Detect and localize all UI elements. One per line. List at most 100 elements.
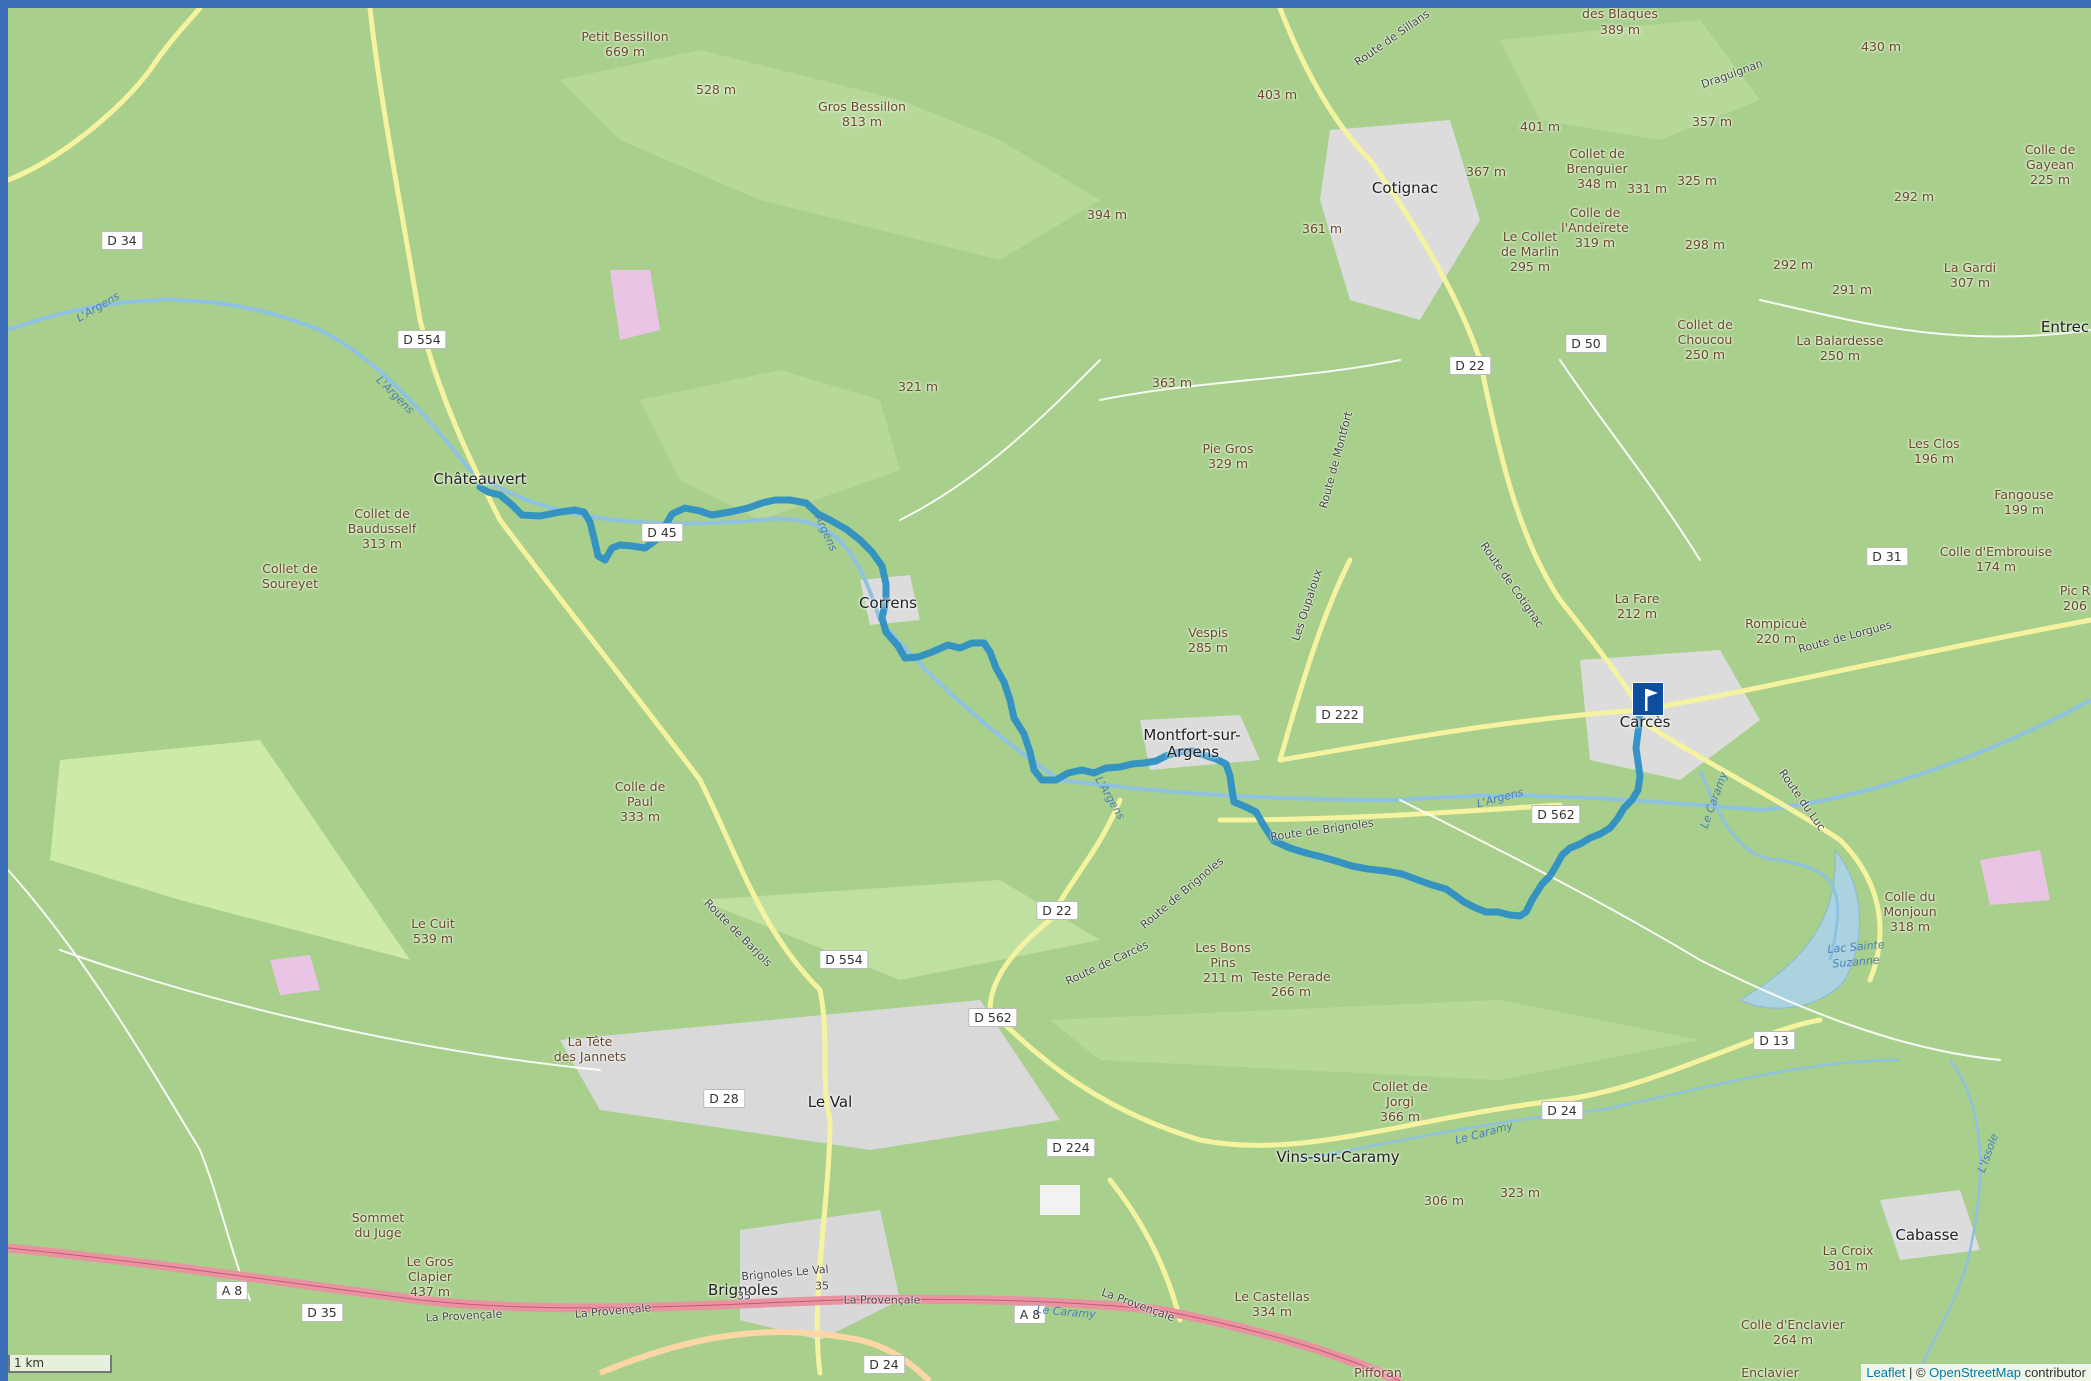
peak-label: 285 m <box>1187 640 1229 655</box>
peak-label: 437 m <box>409 1284 451 1299</box>
town-label: Montfort-sur- <box>1143 726 1241 744</box>
peak-label: 363 m <box>1151 375 1193 390</box>
peak-label: 325 m <box>1676 173 1718 188</box>
peak-label: 321 m <box>897 379 939 394</box>
peak-label: 298 m <box>1684 237 1726 252</box>
peak-label: Pie Gros <box>1202 441 1254 456</box>
road-shield: D 45 <box>641 523 683 542</box>
peak-label: du Juge <box>354 1225 402 1240</box>
peak-label: Collet de <box>1677 317 1733 332</box>
peak-label: 394 m <box>1086 207 1128 222</box>
town-label: Carcès <box>1619 713 1671 731</box>
road-shield: D 554 <box>397 330 447 349</box>
town-label: Cabasse <box>1895 1226 1959 1244</box>
peak-label: Le Castellas <box>1234 1289 1310 1304</box>
road-shield: D 34 <box>101 231 143 250</box>
town-label: Cotignac <box>1371 179 1439 197</box>
peak-label: 313 m <box>361 536 403 551</box>
peak-label: Brenguier <box>1566 161 1628 176</box>
osm-link[interactable]: OpenStreetMap <box>1929 1365 2021 1380</box>
peak-label: Clapier <box>407 1269 453 1284</box>
peak-label: 319 m <box>1574 235 1616 250</box>
peak-label: 367 m <box>1465 164 1507 179</box>
peak-label: Colle d'Embrouise <box>1939 544 2053 559</box>
road-shield: D 31 <box>1866 547 1908 566</box>
street-label: 35 <box>815 1279 829 1293</box>
attribution-tail: contributor <box>2020 1365 2086 1380</box>
peak-label: La Fare <box>1614 591 1660 606</box>
town-label: Entrec <box>2040 318 2090 336</box>
peak-label: 334 m <box>1251 1304 1293 1319</box>
peak-label: 528 m <box>695 82 737 97</box>
town-label: Le Val <box>807 1093 853 1111</box>
peak-label: Baudusself <box>347 521 417 536</box>
peak-label: 329 m <box>1207 456 1249 471</box>
road-shield: D 28 <box>703 1089 745 1108</box>
road-shield: D 562 <box>1531 805 1581 824</box>
town-label: Châteauvert <box>433 470 527 488</box>
peak-label: Pins <box>1210 955 1236 970</box>
peak-label: Gros Bessillon <box>818 99 906 114</box>
peak-label: La Tête <box>567 1034 613 1049</box>
road-shield: D 13 <box>1753 1031 1795 1050</box>
peak-label: La Croix <box>1822 1243 1874 1258</box>
peak-label: 333 m <box>619 809 661 824</box>
peak-label: Paul <box>626 794 654 809</box>
finish-flag-marker[interactable] <box>1632 682 1664 716</box>
peak-label: Le Cuit <box>411 916 455 931</box>
peak-label: Pifforan <box>1354 1365 1402 1380</box>
peak-label: Colle du <box>1884 889 1936 904</box>
peak-label: Monjoun <box>1883 904 1937 919</box>
peak-label: 196 m <box>1913 451 1955 466</box>
peak-label: 366 m <box>1379 1109 1421 1124</box>
peak-label: Choucou <box>1677 332 1733 347</box>
peak-label: La Gardi <box>1943 260 1997 275</box>
road-shield: D 35 <box>301 1303 343 1322</box>
town-label: Brignoles <box>707 1281 779 1299</box>
peak-label: 225 m <box>2029 172 2071 187</box>
scale-bar: 1 km <box>8 1355 112 1373</box>
peak-label: 266 m <box>1270 984 1312 999</box>
road-shield: D 554 <box>819 950 869 969</box>
peak-label: 291 m <box>1831 282 1873 297</box>
peak-label: 250 m <box>1684 347 1726 362</box>
road-shield: D 22 <box>1449 356 1491 375</box>
peak-label: 206 <box>2063 598 2087 613</box>
peak-label: Pic R <box>2059 583 2091 598</box>
peak-label: La Balardesse <box>1796 333 1884 348</box>
peak-label: 292 m <box>1893 189 1935 204</box>
town-label: Vins-sur-Caramy <box>1276 1148 1400 1166</box>
attribution-separator: | © <box>1905 1365 1930 1380</box>
peak-label: Le Collet <box>1502 229 1558 244</box>
peak-label: 307 m <box>1949 275 1991 290</box>
peak-label: Petit Bessillon <box>581 29 669 44</box>
peak-label: Gayean <box>2025 157 2075 172</box>
peak-label: 199 m <box>2003 502 2045 517</box>
top-frame <box>0 0 2091 8</box>
road-shield: D 222 <box>1315 705 1365 724</box>
route-track[interactable] <box>476 483 1644 920</box>
peak-label: 295 m <box>1509 259 1551 274</box>
peak-label: 813 m <box>841 114 883 129</box>
leaflet-link[interactable]: Leaflet <box>1866 1365 1906 1380</box>
peak-label: Colle de <box>2024 142 2076 157</box>
peak-label: Fangouse <box>1994 487 2054 502</box>
peak-label: 250 m <box>1819 348 1861 363</box>
peak-label: Vespis <box>1188 625 1228 640</box>
peak-label: 401 m <box>1519 119 1561 134</box>
road-shield: A 8 <box>1013 1305 1047 1324</box>
peak-label: 389 m <box>1599 22 1641 37</box>
peak-label: Collet de <box>1372 1079 1428 1094</box>
peak-label: Teste Perade <box>1251 969 1331 984</box>
town-label: Argens <box>1166 743 1220 761</box>
peak-label: Le Gros <box>406 1254 454 1269</box>
peak-label: Les Bons <box>1195 940 1251 955</box>
peak-label: Soureyet <box>261 576 319 591</box>
street-label: La Provençale <box>843 1293 921 1307</box>
peak-label: 669 m <box>604 44 646 59</box>
road-shield: A 8 <box>215 1281 249 1300</box>
peak-label: 220 m <box>1755 631 1797 646</box>
peak-label: Rompicuè <box>1745 616 1807 631</box>
peak-label: des Blaques <box>1582 8 1658 21</box>
